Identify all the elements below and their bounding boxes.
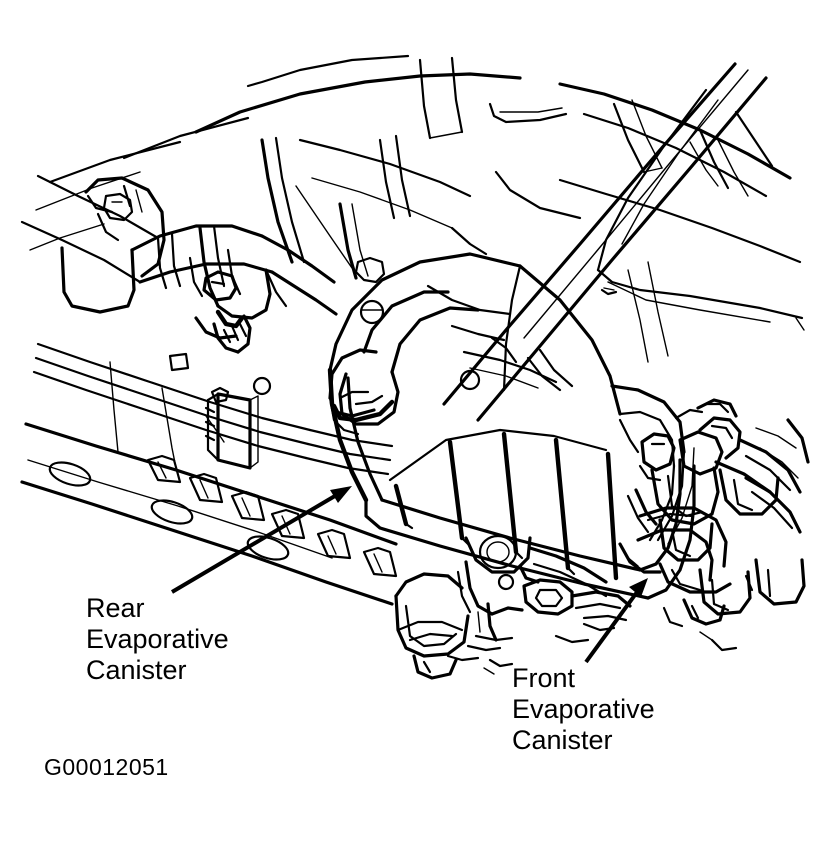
underbody-floor-panels — [29, 54, 802, 280]
driveshaft-tube — [20, 174, 338, 354]
callout-label-front-evaporative-canister: Front Evaporative Canister — [512, 663, 655, 755]
fuel-and-brake-lines — [32, 342, 394, 476]
rear-axle-suspension — [394, 534, 632, 680]
frame-rail — [20, 422, 398, 606]
callout-leader-front — [584, 578, 648, 664]
figure-id-text: G00012051 — [44, 754, 169, 780]
callout-leader-rear — [170, 486, 352, 594]
canister-outlet-hose — [636, 506, 728, 582]
misc-hardware-details — [168, 256, 805, 652]
crossmember-bar — [442, 62, 768, 422]
rear-crossmember — [596, 88, 804, 363]
front-evaporative-canister — [618, 398, 810, 626]
callout-label-rear-evaporative-canister: Rear Evaporative Canister — [86, 593, 229, 685]
rear-evaporative-canister — [327, 252, 696, 600]
